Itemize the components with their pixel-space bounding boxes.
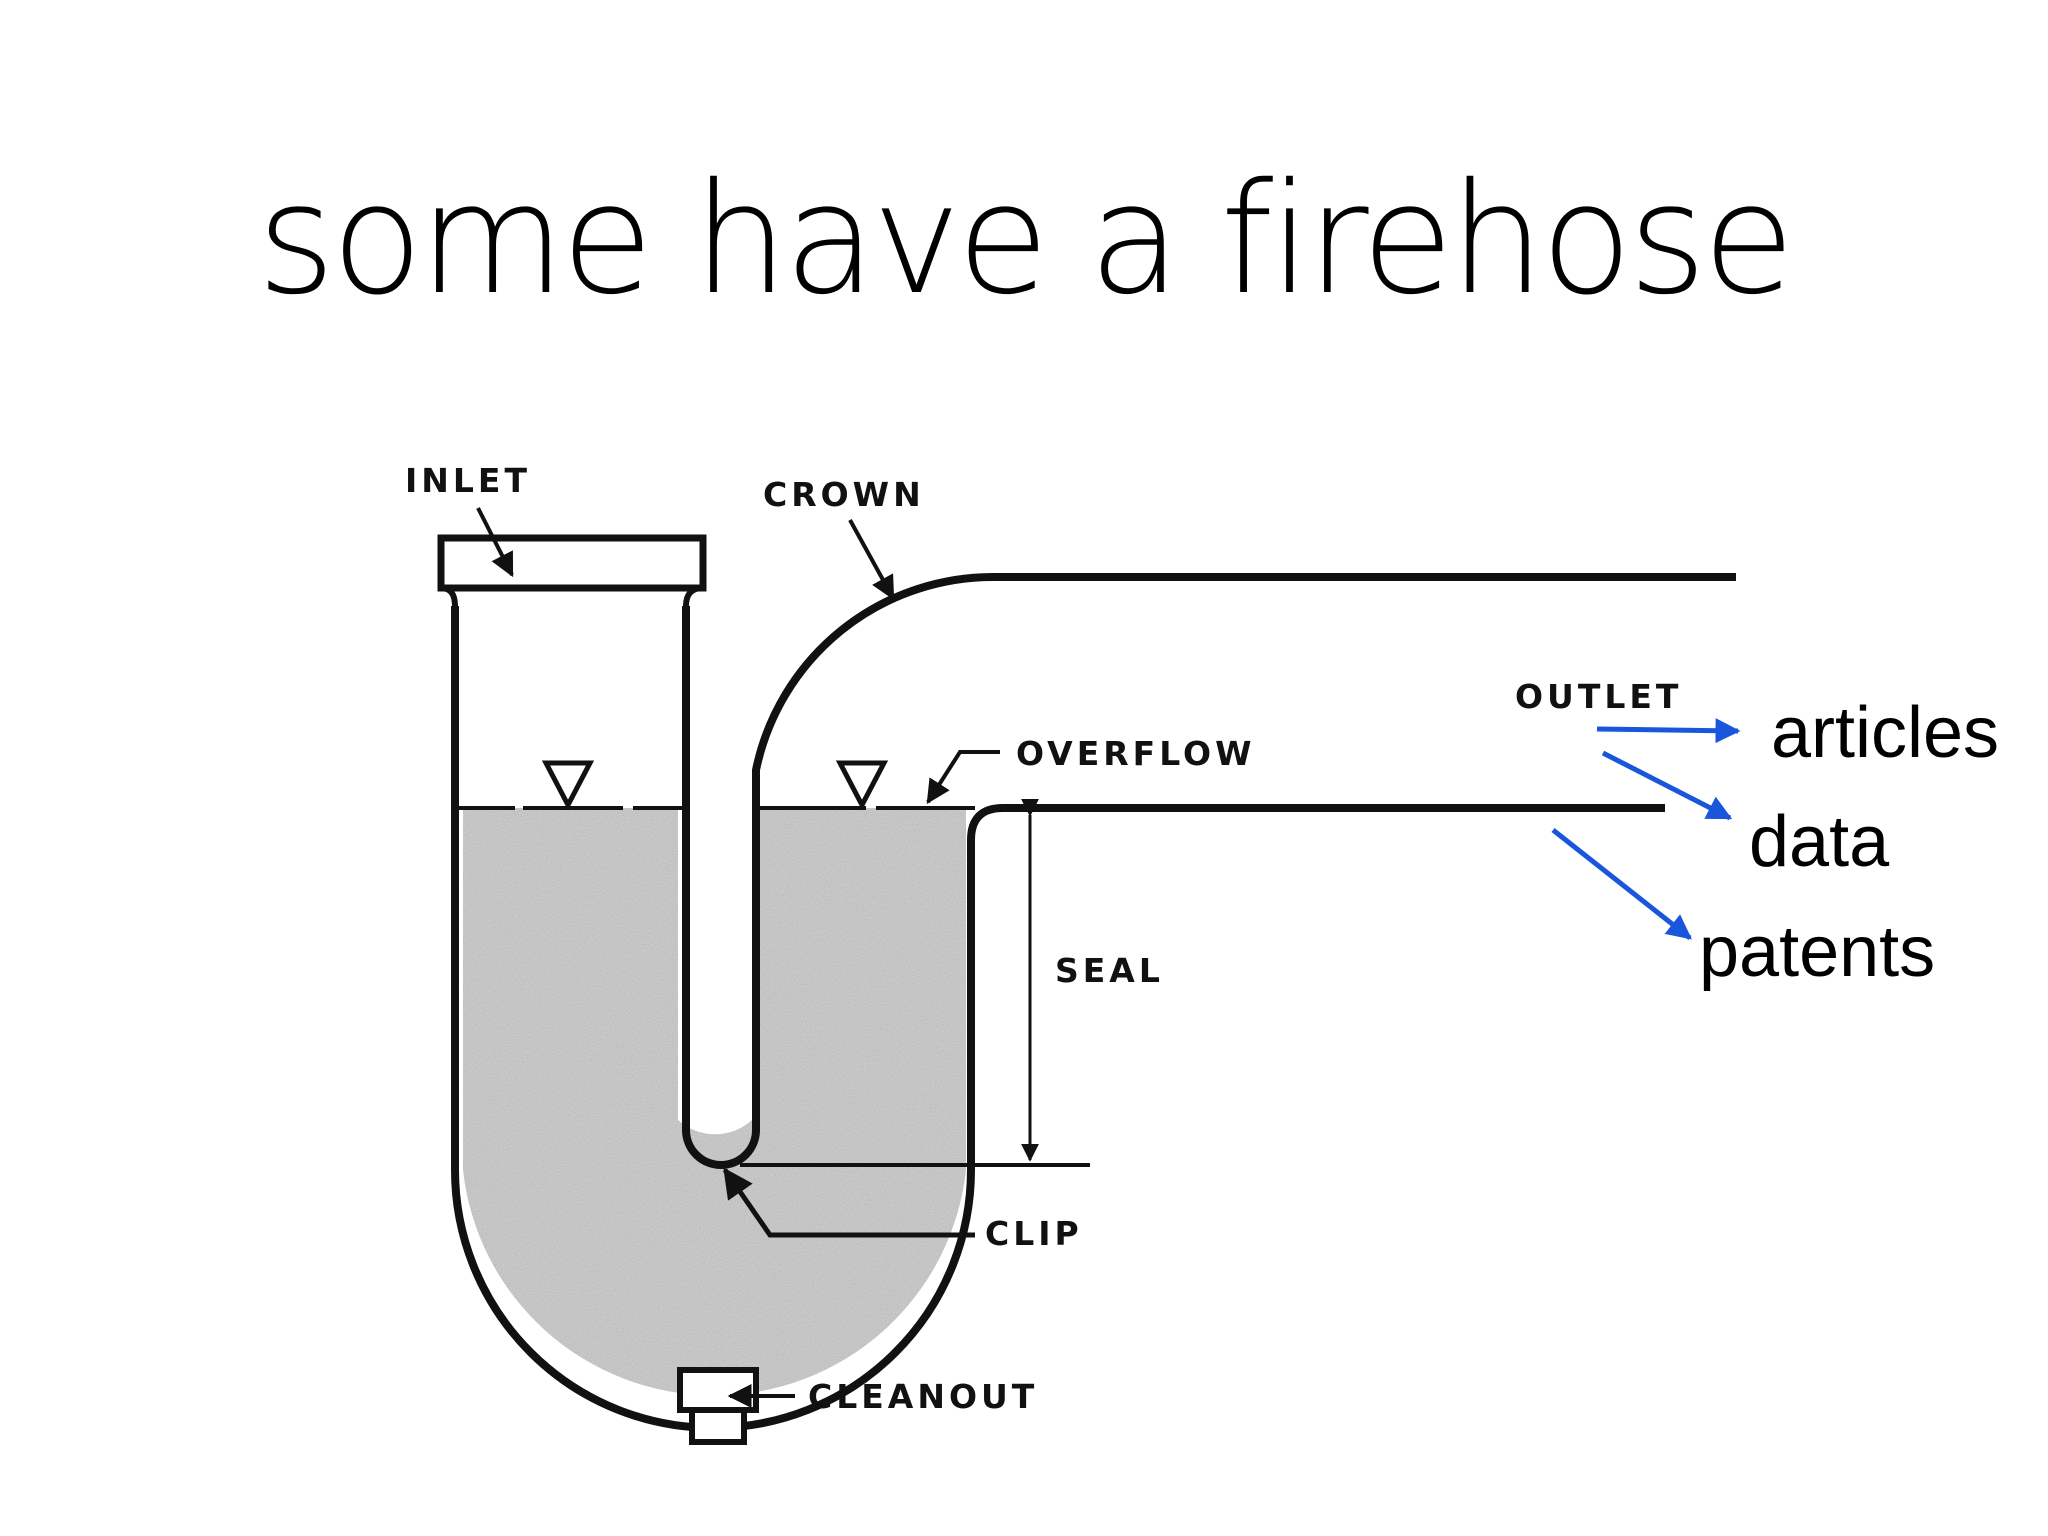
inlet-pointer: [476, 507, 514, 578]
level-triangle-left: [541, 760, 595, 811]
arrow-to-patents: [1551, 828, 1692, 940]
crown-pointer: [848, 519, 895, 601]
output-label-patents: patents: [1699, 912, 1935, 992]
inlet-right-shoulder: [683, 585, 704, 607]
outlet-label: OUTLET: [1515, 677, 1682, 716]
output-label-articles: articles: [1771, 693, 1999, 773]
cleanout-cap: [689, 1407, 747, 1445]
overflow-label: OVERFLOW: [1016, 734, 1256, 773]
clip-pointer: [722, 1167, 975, 1238]
arrow-to-articles: [1596, 718, 1741, 744]
cleanout-label: CLEANOUT: [808, 1377, 1038, 1416]
arrow-to-data: [1601, 750, 1733, 821]
seal-label: SEAL: [1055, 951, 1164, 990]
inlet-neck: [440, 585, 458, 607]
trap-outer-wall: [451, 606, 1665, 1432]
inlet-cap: [437, 534, 707, 592]
slide-title: some have a firehose: [257, 151, 1795, 329]
inlet-label: INLET: [405, 461, 531, 500]
output-label-data: data: [1749, 802, 1890, 882]
clip-label: CLIP: [985, 1214, 1083, 1253]
level-triangle-right: [835, 760, 889, 811]
crown-label: CROWN: [763, 475, 925, 514]
trap-inner-wall: [682, 572, 1736, 1169]
cleanout-plug: [677, 1367, 759, 1413]
overflow-pointer: [926, 750, 1000, 805]
trap-water: [463, 808, 966, 1396]
